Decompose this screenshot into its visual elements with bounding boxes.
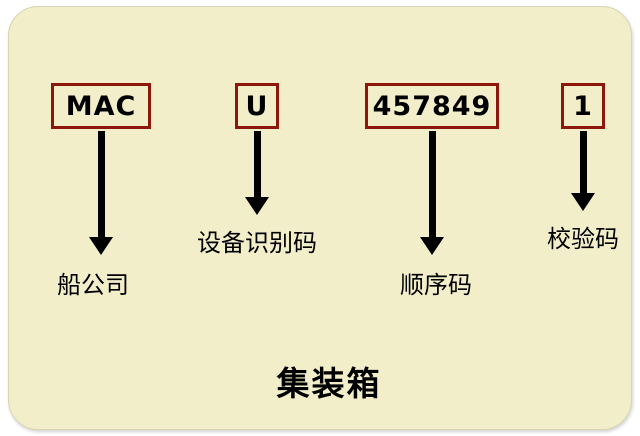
equipment-code-label: U [245, 90, 269, 122]
arrow-head [420, 237, 444, 255]
arrow-shaft [579, 131, 587, 193]
serial-number-box: 457849 [365, 83, 499, 129]
owner-code-label: MAC [65, 90, 137, 122]
check-digit-label: 1 [573, 90, 593, 122]
arrow-shaft [253, 131, 261, 197]
arrow-head [245, 197, 269, 215]
diagram-title: 集装箱 [276, 364, 382, 403]
check-digit-caption: 校验码 [547, 225, 619, 253]
owner-code-arrow-icon [89, 131, 113, 255]
serial-number-label: 457849 [372, 90, 492, 122]
owner-code-caption: 船公司 [57, 271, 129, 299]
equipment-code-arrow-icon [245, 131, 269, 215]
arrow-shaft [428, 131, 436, 237]
arrow-shaft [97, 131, 105, 237]
arrow-head [89, 237, 113, 255]
arrow-head [571, 193, 595, 211]
equipment-code-box: U [235, 83, 279, 129]
check-digit-arrow-icon [571, 131, 595, 211]
diagram-panel: MAC 船公司 U 设备识别码 457849 顺序码 1 [8, 6, 632, 430]
serial-number-arrow-icon [420, 131, 444, 255]
equipment-code-caption: 设备识别码 [197, 229, 317, 257]
serial-number-caption: 顺序码 [400, 271, 472, 299]
check-digit-box: 1 [561, 83, 605, 129]
owner-code-box: MAC [51, 83, 151, 129]
